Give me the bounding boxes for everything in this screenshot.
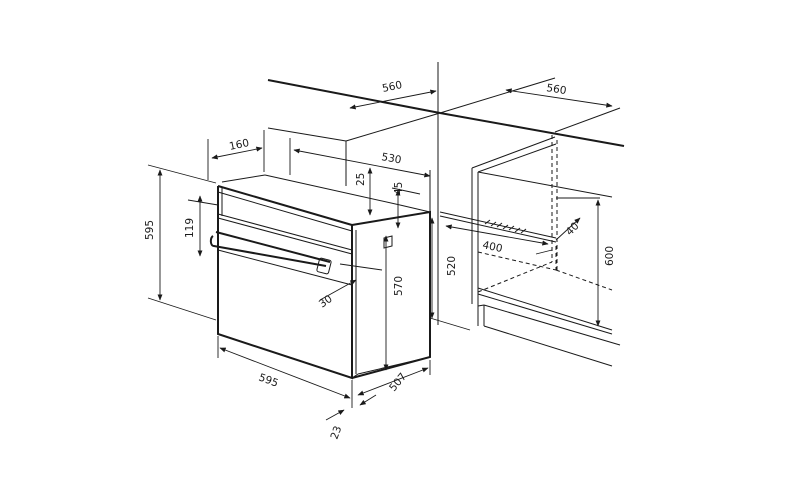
dimension-lines [147,88,613,421]
cabinet-front-edge [345,62,439,325]
label-595-height: 595 [144,220,156,240]
label-600: 600 [604,246,616,266]
label-25: 25 [355,173,367,186]
label-560-right: 560 [546,82,568,97]
label-507: 507 [387,371,409,394]
label-400: 400 [481,239,503,255]
worktop-lines [267,77,625,147]
label-45: 45 [393,182,405,195]
label-40: 40 [564,220,582,238]
label-560-left: 560 [381,79,403,95]
label-570: 570 [393,276,405,296]
label-530: 530 [380,151,402,166]
label-30: 30 [317,293,335,311]
label-23: 23 [329,424,345,441]
label-595-width: 595 [257,372,280,390]
label-160: 160 [228,137,250,153]
oven-handle [209,231,332,275]
cabinet-niche [439,135,621,367]
label-520: 520 [446,256,458,276]
label-119: 119 [184,218,196,238]
